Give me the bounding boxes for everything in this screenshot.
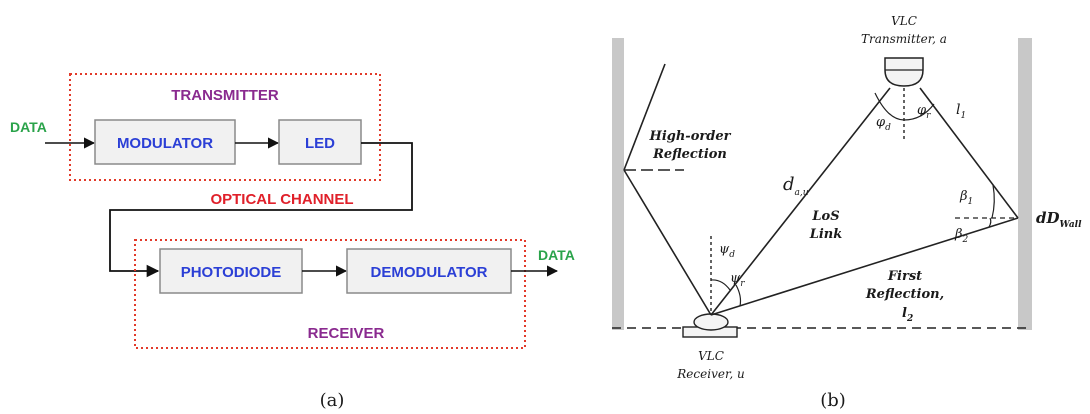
beta1-arc	[991, 184, 995, 219]
led-block	[278, 119, 362, 165]
panel-a: TRANSMITTER DATA MODULATOR LED OPTICAL C…	[10, 73, 575, 411]
photodiode-label: PHOTODIODE	[181, 264, 282, 281]
phi-r-arc	[903, 103, 935, 121]
first-reflection-line2: Reflection,	[865, 287, 944, 302]
left-wall	[612, 38, 624, 330]
high-order-label-line1: High-order	[649, 129, 732, 144]
output-data-label: DATA	[538, 247, 575, 263]
first-reflection-ray	[710, 217, 1019, 316]
los-label-line2: Link	[809, 227, 843, 242]
input-data-label: DATA	[10, 119, 47, 135]
receiver-label-line2: Receiver, u	[676, 367, 744, 381]
high-order-label-line2: Reflection	[652, 147, 727, 162]
modulator-label: MODULATOR	[117, 135, 213, 152]
wall-element-label: dDWall	[1036, 209, 1082, 230]
phi-d-arc	[874, 92, 905, 121]
psi-r-label: ψr	[730, 271, 745, 289]
first-reflection-l2: l2	[902, 306, 913, 324]
phi-d-label: φd	[876, 115, 891, 133]
transmitter-label: TRANSMITTER	[171, 87, 279, 104]
phi-r-label: φr	[917, 103, 931, 121]
receiver-box	[134, 239, 526, 349]
optical-channel-label: OPTICAL CHANNEL	[210, 191, 353, 208]
first-incident-ray	[919, 87, 1019, 219]
distance-label: da,u	[783, 174, 809, 198]
psi-d-arc	[710, 279, 731, 291]
transmitter-label-line1: VLC	[891, 14, 917, 28]
optical-channel-path	[109, 142, 413, 278]
los-label-line1: LoS	[811, 209, 839, 224]
led-label: LED	[305, 135, 335, 152]
los-link-ray	[710, 87, 891, 316]
receiver-dome	[693, 313, 729, 331]
psi-d-label: ψd	[719, 242, 735, 260]
beta1-label: β1	[959, 189, 973, 207]
first-reflection-line1: First	[887, 269, 922, 284]
beta2-arc	[988, 217, 992, 228]
high-order-ray-down	[623, 169, 712, 316]
receiver-label: RECEIVER	[308, 325, 385, 342]
psi-r-arc	[735, 284, 742, 307]
beta2-label: β2	[954, 227, 969, 245]
right-wall	[1018, 38, 1032, 330]
modulator-block	[94, 119, 236, 165]
l1-label: l1	[956, 102, 966, 121]
receiver-label-line1: VLC	[698, 349, 724, 363]
transmitter-label-line2: Transmitter, a	[861, 32, 947, 46]
transmitter-box	[69, 73, 381, 181]
transmitter-device	[884, 57, 924, 87]
high-order-ray-up	[623, 63, 666, 171]
demodulator-label: DEMODULATOR	[371, 264, 488, 281]
caption-a: (a)	[320, 390, 345, 411]
caption-b: (b)	[820, 390, 846, 411]
panel-b: VLC Transmitter, a VLC Receiver, u High-…	[612, 14, 1082, 411]
